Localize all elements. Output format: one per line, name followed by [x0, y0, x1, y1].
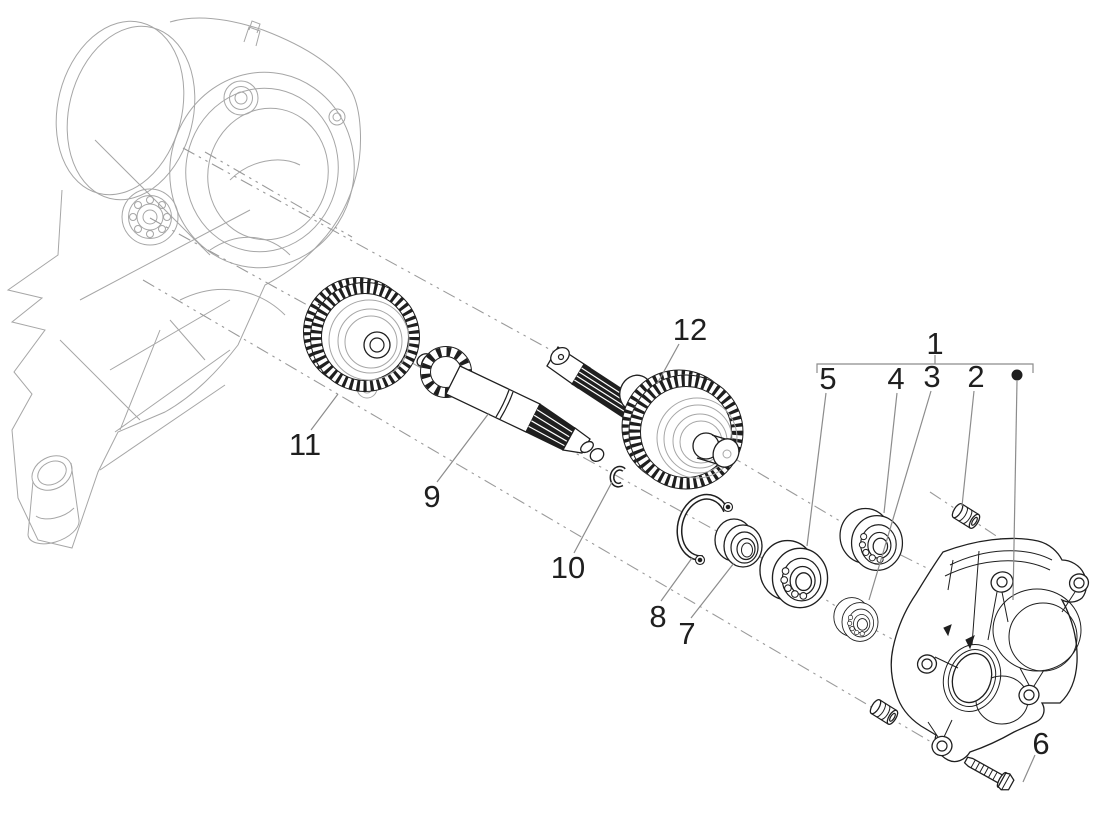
callout-6: 6	[1032, 726, 1049, 761]
axis-case-bore	[204, 151, 353, 238]
callout-10: 10	[551, 550, 585, 585]
callout-12: 12	[673, 312, 707, 347]
crankcase-ghost	[6, 17, 378, 549]
callout-9: 9	[423, 479, 440, 514]
retaining-clip-10	[609, 465, 626, 488]
dowel-pin-2	[949, 501, 983, 531]
leader-lines	[310, 343, 1036, 783]
callout-4: 4	[887, 361, 904, 396]
gearbox-cover	[890, 537, 1090, 763]
driven-gear-11	[303, 277, 420, 392]
bullet-marker	[1011, 369, 1023, 381]
ball-bearing-3	[833, 597, 879, 642]
callout-8: 8	[649, 599, 666, 634]
dowel-pin-lower	[867, 697, 901, 727]
flange-bolt-6	[963, 756, 1015, 791]
callout-7: 7	[678, 616, 695, 651]
axis-cover-bolt	[142, 279, 939, 747]
callout-5: 5	[819, 361, 836, 396]
spacer-ring-7	[714, 518, 763, 568]
callout-2: 2	[967, 359, 984, 394]
callout-labels: 1 5 4 3 2 6 7 8 9 10 11 12	[289, 312, 1050, 761]
output-gear-12	[546, 346, 744, 490]
ball-bearing-5	[759, 539, 829, 609]
callout-11: 11	[289, 427, 321, 462]
group-bracket	[816, 363, 1034, 373]
axis-dowel-pin	[929, 491, 1044, 568]
pinion-shaft-9	[416, 346, 605, 462]
callout-3: 3	[923, 359, 940, 394]
circlip-8	[676, 493, 734, 566]
callout-1: 1	[926, 326, 943, 361]
